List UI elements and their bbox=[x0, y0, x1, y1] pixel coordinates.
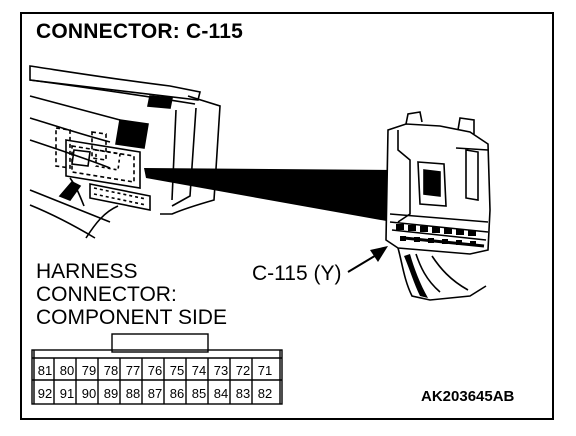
pin-71: 71 bbox=[258, 363, 272, 378]
pin-85: 85 bbox=[192, 386, 206, 401]
pin-72: 72 bbox=[236, 363, 250, 378]
connector-callout-label: C-115 (Y) bbox=[252, 262, 342, 285]
connector-lock-tab bbox=[111, 333, 209, 353]
pin-89: 89 bbox=[104, 386, 118, 401]
projection-beam bbox=[144, 168, 398, 222]
harness-label-line1: HARNESS bbox=[36, 260, 138, 283]
connector-face bbox=[31, 333, 283, 405]
pin-77: 77 bbox=[126, 363, 140, 378]
pin-76: 76 bbox=[148, 363, 162, 378]
pin-88: 88 bbox=[126, 386, 140, 401]
dashboard-illustration bbox=[29, 65, 221, 239]
pin-74: 74 bbox=[192, 363, 206, 378]
pin-87: 87 bbox=[148, 386, 162, 401]
pin-75: 75 bbox=[170, 363, 184, 378]
pin-81: 81 bbox=[38, 363, 52, 378]
harness-label-line2: CONNECTOR: bbox=[36, 283, 177, 306]
pin-79: 79 bbox=[82, 363, 96, 378]
callout-arrow bbox=[347, 246, 388, 273]
harness-connector-label: HARNESS CONNECTOR: COMPONENT SIDE bbox=[36, 260, 227, 329]
pin-92: 92 bbox=[38, 386, 52, 401]
pin-82: 82 bbox=[258, 386, 272, 401]
pin-84: 84 bbox=[214, 386, 228, 401]
figure-code: AK203645AB bbox=[421, 388, 515, 405]
connector-title: CONNECTOR: C-115 bbox=[36, 20, 244, 43]
pin-73: 73 bbox=[214, 363, 228, 378]
connector-body bbox=[385, 111, 491, 301]
connector-pin-texture bbox=[396, 224, 476, 298]
diagram-frame bbox=[20, 12, 554, 420]
pin-78: 78 bbox=[104, 363, 118, 378]
pin-86: 86 bbox=[170, 386, 184, 401]
pin-83: 83 bbox=[236, 386, 250, 401]
harness-label-line3: COMPONENT SIDE bbox=[36, 306, 227, 329]
pin-91: 91 bbox=[60, 386, 74, 401]
pin-90: 90 bbox=[82, 386, 96, 401]
pin-labels: 81 80 79 78 77 76 75 74 73 72 71 92 91 90 89 88 87 86 85 84… bbox=[38, 363, 272, 401]
pin-80: 80 bbox=[60, 363, 74, 378]
connector-outline bbox=[31, 349, 283, 405]
